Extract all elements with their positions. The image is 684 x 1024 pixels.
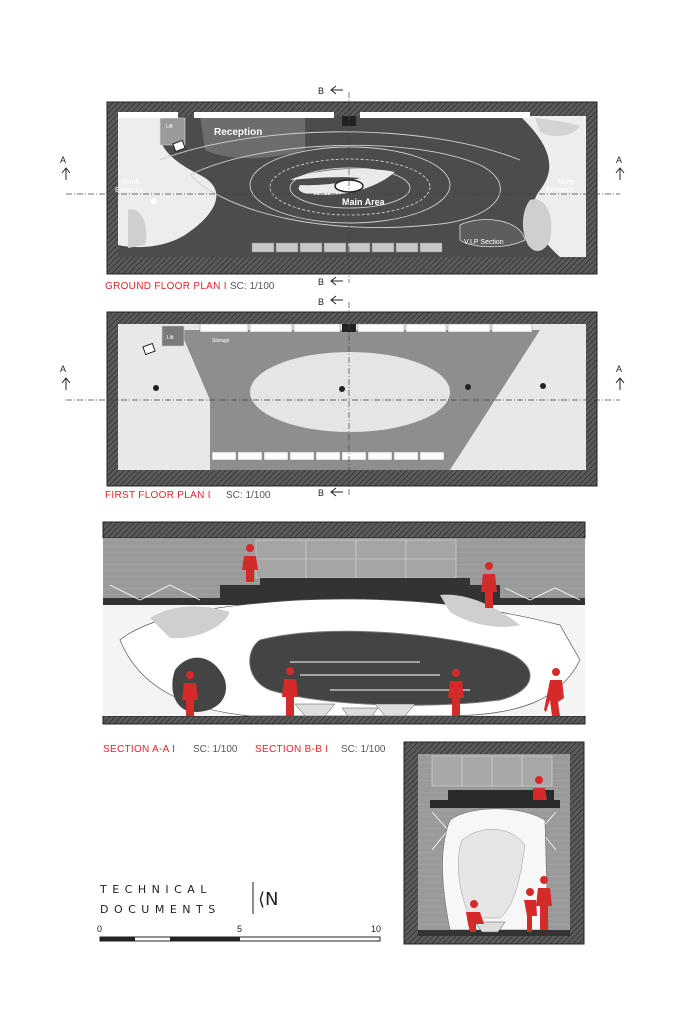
footer-line-1: TECHNICAL bbox=[99, 883, 212, 896]
first-floor-title: FIRST FLOOR PLAN I bbox=[105, 490, 211, 501]
first-floor-plan: Lift Storage bbox=[106, 311, 598, 487]
void-opening bbox=[250, 352, 450, 432]
marker-b-top: B bbox=[318, 86, 324, 96]
section-b-title: SECTION B-B I bbox=[255, 744, 328, 755]
first-floor-scale: SC: 1/100 bbox=[226, 490, 271, 501]
section-a-a bbox=[102, 521, 586, 725]
scale-tick-10: 10 bbox=[371, 924, 381, 934]
south-entrance-zone bbox=[118, 116, 217, 248]
cut-line-a-ground bbox=[66, 92, 620, 283]
marker-a-right: A bbox=[616, 155, 622, 165]
marker-b-bottom: B bbox=[318, 277, 324, 287]
main-area-sculpture bbox=[290, 168, 395, 195]
reception-label: Reception bbox=[214, 127, 262, 138]
north-column bbox=[522, 199, 552, 252]
section-a-title: SECTION A-A I bbox=[103, 744, 175, 755]
marker-b-bottom-first: B bbox=[318, 488, 324, 498]
main-area-label: Main Area bbox=[342, 197, 386, 207]
ground-floor-scale: SC: 1/100 bbox=[230, 281, 275, 292]
first-cut-markers: A A B B bbox=[60, 295, 625, 498]
storage-label: Storage bbox=[212, 338, 230, 344]
footer-line-2: DOCUMENTS bbox=[100, 903, 221, 916]
section-b-scale: SC: 1/100 bbox=[341, 744, 386, 755]
scale-tick-5: 5 bbox=[237, 924, 242, 934]
exit-icon bbox=[151, 198, 157, 204]
section-b-figures bbox=[466, 776, 552, 932]
south-label-1: South bbox=[121, 179, 139, 186]
bench-row bbox=[251, 242, 443, 253]
swirl-contours bbox=[159, 131, 521, 228]
marker-a-left: A bbox=[60, 155, 66, 165]
ground-floor-plan: Reception Lift South Entrance North Entr… bbox=[106, 101, 598, 275]
ground-cut-markers: A A B B bbox=[60, 85, 625, 287]
marker-b-top-first: B bbox=[318, 297, 324, 307]
lift-label-first: Lift bbox=[167, 335, 174, 341]
marker-a-right-first: A bbox=[616, 364, 622, 374]
section-a-figures bbox=[182, 544, 564, 716]
cut-line-a-first bbox=[66, 302, 620, 496]
stair-icon bbox=[172, 139, 186, 153]
vip-label: V.I.P Section bbox=[464, 239, 504, 246]
ground-floor-title: GROUND FLOOR PLAN I bbox=[105, 281, 227, 292]
north-label-1: North bbox=[558, 179, 575, 186]
marker-a-left-first: A bbox=[60, 364, 66, 374]
scale-bar: 0 5 10 bbox=[97, 924, 381, 942]
south-label-2: Entrance bbox=[115, 187, 143, 194]
section-a-scale: SC: 1/100 bbox=[193, 744, 238, 755]
technical-documents-header: TECHNICAL DOCUMENTS ⟨N bbox=[99, 882, 279, 916]
logo-mark: ⟨N bbox=[258, 889, 279, 910]
lift-label: Lift bbox=[166, 124, 173, 130]
first-floor-windows bbox=[199, 323, 533, 461]
scale-tick-0: 0 bbox=[97, 924, 102, 934]
lift-block-first bbox=[161, 325, 185, 347]
north-label-2: Entrance bbox=[546, 187, 574, 194]
section-b-b bbox=[403, 741, 585, 945]
reception-block bbox=[200, 116, 305, 159]
